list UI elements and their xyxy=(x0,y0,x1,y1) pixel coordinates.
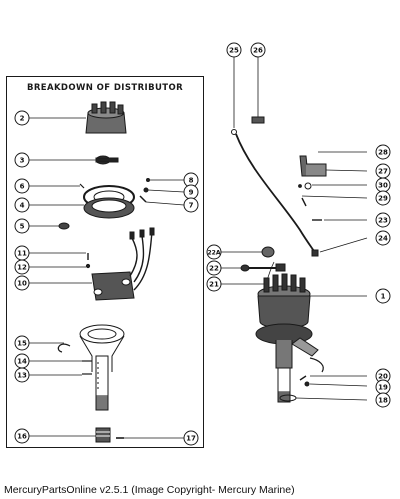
svg-text:12: 12 xyxy=(17,264,27,272)
panel-title: BREAKDOWN OF DISTRIBUTOR xyxy=(26,83,184,93)
callout-12: 12 xyxy=(14,259,30,275)
callout-5: 5 xyxy=(14,218,30,234)
svg-text:16: 16 xyxy=(17,433,27,441)
part-ignition-module xyxy=(91,227,155,301)
svg-text:24: 24 xyxy=(378,235,388,243)
callout-21: 21 xyxy=(206,276,222,292)
callout-22: 22 xyxy=(206,260,222,276)
part-rotor xyxy=(95,155,119,165)
svg-text:18: 18 xyxy=(378,397,388,405)
callout-30: 30 xyxy=(375,177,391,193)
callout-27: 27 xyxy=(375,163,391,179)
svg-text:4: 4 xyxy=(20,202,25,210)
callout-29: 29 xyxy=(375,190,391,206)
callout-15: 15 xyxy=(14,335,30,351)
callout-11: 11 xyxy=(14,245,30,261)
svg-text:5: 5 xyxy=(20,223,25,231)
svg-text:20: 20 xyxy=(378,373,388,381)
svg-text:22A: 22A xyxy=(208,250,221,257)
svg-text:7: 7 xyxy=(189,202,194,210)
callout-2: 2 xyxy=(14,110,30,126)
svg-text:30: 30 xyxy=(378,182,388,190)
part-distributor-assembly xyxy=(255,273,319,403)
callout-6: 6 xyxy=(14,178,30,194)
callout-13: 13 xyxy=(14,367,30,383)
callout-10: 10 xyxy=(14,275,30,291)
svg-text:8: 8 xyxy=(189,177,194,185)
breakdown-panel-frame xyxy=(6,76,204,448)
callout-22a: 22A xyxy=(206,244,222,260)
callout-3: 3 xyxy=(14,152,30,168)
svg-text:19: 19 xyxy=(378,384,388,392)
callout-19: 19 xyxy=(375,379,391,395)
callout-17: 17 xyxy=(183,430,199,446)
callout-4: 4 xyxy=(14,197,30,213)
svg-text:23: 23 xyxy=(378,217,388,225)
svg-text:17: 17 xyxy=(186,435,196,443)
svg-text:21: 21 xyxy=(209,281,219,289)
svg-text:26: 26 xyxy=(253,47,263,55)
svg-text:13: 13 xyxy=(17,372,27,380)
callout-1: 1 xyxy=(375,288,391,304)
callout-18: 18 xyxy=(375,392,391,408)
distributor-exploded-diagram: 2 3 6 4 5 11 12 10 15 14 13 16 8 9 7 17 … xyxy=(14,42,391,446)
part-distributor-cap xyxy=(85,101,127,134)
svg-text:2: 2 xyxy=(20,115,25,123)
svg-text:10: 10 xyxy=(17,280,27,288)
callout-25: 25 xyxy=(226,42,242,58)
part-drive-gear xyxy=(95,427,111,443)
svg-text:11: 11 xyxy=(17,250,27,258)
part-resistor-wire xyxy=(240,246,286,290)
copyright-footer: MercuryPartsOnline v2.5.1 (Image Copyrig… xyxy=(4,484,295,496)
callout-26: 26 xyxy=(250,42,266,58)
callout-9: 9 xyxy=(183,184,199,200)
callout-16: 16 xyxy=(14,428,30,444)
svg-text:1: 1 xyxy=(381,293,386,301)
callout-14: 14 xyxy=(14,353,30,369)
part-tach-lead xyxy=(231,116,319,257)
callout-24: 24 xyxy=(375,230,391,246)
part-distributor-housing xyxy=(79,324,125,411)
svg-text:22: 22 xyxy=(209,265,219,273)
svg-text:14: 14 xyxy=(17,358,27,366)
svg-text:25: 25 xyxy=(229,47,239,55)
svg-text:6: 6 xyxy=(20,183,25,191)
svg-text:3: 3 xyxy=(20,157,25,165)
callout-28: 28 xyxy=(375,144,391,160)
svg-text:28: 28 xyxy=(378,149,388,157)
svg-text:15: 15 xyxy=(17,340,27,348)
svg-text:9: 9 xyxy=(189,189,194,197)
part-pickup-coil xyxy=(83,185,135,219)
callout-7: 7 xyxy=(183,197,199,213)
part-bracket xyxy=(298,155,327,190)
svg-text:29: 29 xyxy=(378,195,388,203)
svg-text:27: 27 xyxy=(378,168,388,176)
callout-23: 23 xyxy=(375,212,391,228)
